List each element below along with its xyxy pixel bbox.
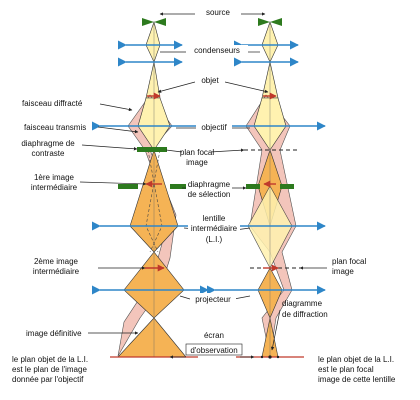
note-left-line-2: est le plan de l'image [12, 365, 87, 374]
label-faisceau-diffracte: faisceau diffracté [22, 99, 83, 108]
label-diaphragme-contraste-1: diaphragme de [21, 139, 75, 148]
left-source-icon [142, 18, 166, 26]
label-lentille-2: intermédiaire [191, 224, 238, 233]
label-faisceau-transmis: faisceau transmis [24, 123, 86, 132]
right-selection-diaphragm-left [246, 184, 260, 189]
note-left-line-3: donnée par l'objectif [12, 375, 84, 384]
label-diaphragme-contraste-2: contraste [32, 149, 65, 158]
label-objet: objet [201, 76, 219, 85]
left-selection-diaphragm-right [170, 184, 190, 189]
label-diagramme-1: diagramme [282, 299, 323, 308]
note-right-line-2: est le plan focal [318, 365, 374, 374]
label-projecteur: projecteur [195, 295, 231, 304]
label-lentille-1: lentille [203, 214, 226, 223]
note-left-line-1: le plan objet de la L.I. [12, 355, 88, 364]
label-plan-focal-image-2a: plan focal [332, 257, 366, 266]
left-column [91, 18, 209, 358]
label-lentille-3: (L.I.) [206, 235, 223, 244]
left-condenser-beam [145, 20, 161, 99]
left-selection-diaphragm-left [118, 184, 138, 189]
labels: source condenseurs objet faisceau diffra… [12, 7, 396, 384]
diffraction-spot [260, 355, 264, 359]
label-plan-focal-image-2b: image [332, 267, 354, 276]
diffraction-spot [276, 355, 280, 359]
label-diaphragme-selection-1: diaphragme [188, 180, 231, 189]
label-objectif: objectif [201, 123, 227, 132]
note-right-line-1: le plan objet de la L.I. [318, 355, 394, 364]
label-deuxieme-image-1: 2ème image [34, 257, 79, 266]
diffraction-spot [268, 355, 272, 359]
label-image-definitive: image définitive [26, 329, 82, 338]
label-condenseurs: condenseurs [194, 46, 240, 55]
label-ecran-2: d'observation [190, 346, 237, 355]
label-ecran-1: écran [204, 331, 224, 340]
label-plan-focal-image-1a: plan focal [180, 148, 214, 157]
label-premiere-image-1: 1ère image [34, 173, 75, 182]
left-contrast-diaphragm [137, 147, 167, 152]
right-column [206, 18, 326, 359]
label-source: source [206, 8, 231, 17]
label-deuxieme-image-2: intermédiaire [33, 267, 80, 276]
label-plan-focal-image-1b: image [186, 158, 208, 167]
right-source-icon [258, 18, 282, 26]
note-right-line-3: image de cette lentille [318, 375, 396, 384]
label-diagramme-2: de diffraction [282, 310, 328, 319]
right-selection-diaphragm-right [280, 184, 294, 189]
label-premiere-image-2: intermédiaire [31, 183, 78, 192]
label-diaphragme-selection-2: de sélection [188, 190, 231, 199]
